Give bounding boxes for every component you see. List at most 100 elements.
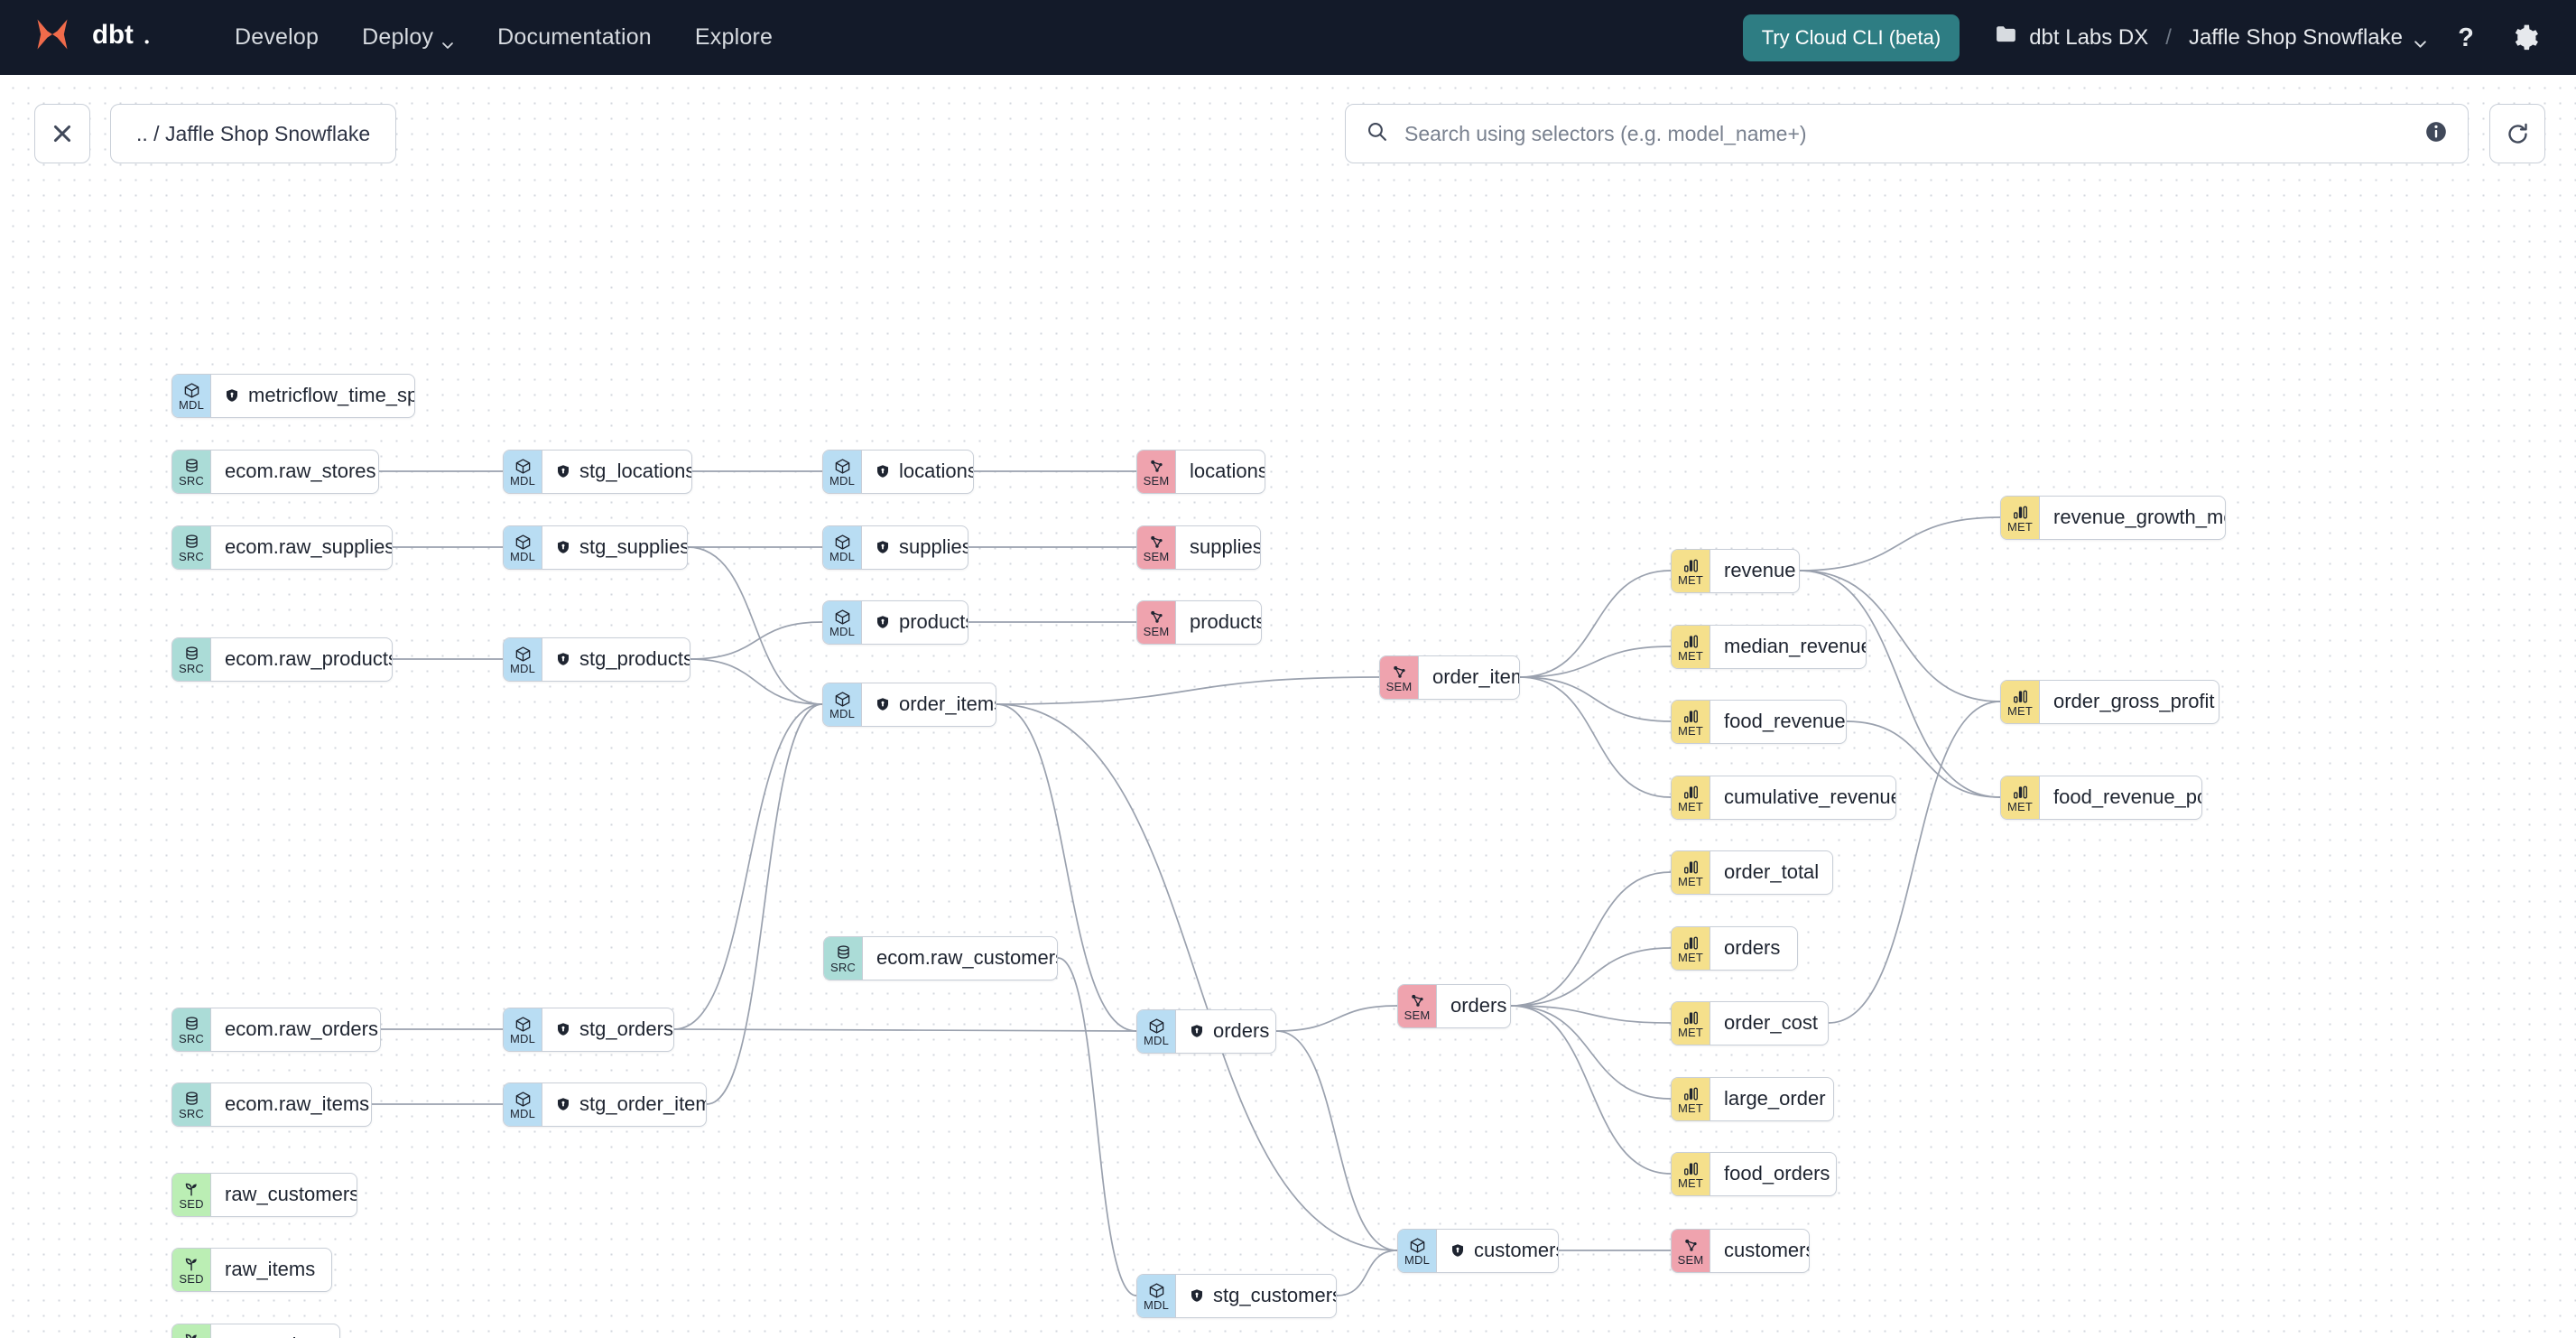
project-name: Jaffle Shop Snowflake: [2188, 24, 2403, 50]
close-button[interactable]: [34, 104, 90, 163]
node-label: products: [1190, 610, 1262, 633]
node-label: orders: [1450, 994, 1507, 1017]
node-label-wrap: stg_locations: [542, 451, 691, 493]
lineage-edge: [1519, 676, 1672, 722]
breadcrumb-chip[interactable]: .. / Jaffle Shop Snowflake: [110, 104, 397, 163]
lineage-canvas[interactable]: .. / Jaffle Shop Snowflake: [0, 75, 2576, 1338]
node-type-label: MDL: [509, 1032, 536, 1045]
refresh-button[interactable]: [2489, 104, 2545, 163]
info-icon[interactable]: [2424, 120, 2448, 148]
node-type-label: SRC: [178, 1107, 205, 1120]
lineage-edge: [1519, 676, 1672, 798]
help-button[interactable]: ?: [2446, 18, 2486, 58]
node-label: products: [899, 610, 968, 633]
lineage-graph[interactable]: MDLmetricflow_time_spineSRCecom.raw_stor…: [0, 75, 2576, 1338]
search-bar[interactable]: [1345, 104, 2469, 163]
dbt-logo-icon: [31, 14, 87, 61]
nav-develop[interactable]: Develop: [213, 15, 340, 60]
node-type-label: SRC: [829, 961, 857, 974]
dbt-logo[interactable]: dbt: [31, 14, 166, 61]
node-label: stg_order_items: [579, 1092, 706, 1115]
graph-toolbar: .. / Jaffle Shop Snowflake: [0, 104, 2576, 176]
node-type-badge-sem: SEM: [1137, 600, 1176, 644]
cube-icon: [1148, 1017, 1165, 1035]
cube-icon: [183, 382, 200, 399]
seedling-icon: [183, 1256, 200, 1273]
nav-explore[interactable]: Explore: [673, 15, 794, 60]
lineage-edge: [996, 703, 1398, 1251]
node-type-badge-mdl: MDL: [504, 450, 542, 493]
lineage-edge: [1510, 1005, 1672, 1100]
lineage-edge: [1799, 570, 2001, 702]
node-type-badge-met: MET: [1672, 926, 1710, 970]
node-label-wrap: stg_customers: [1176, 1275, 1336, 1317]
try-cloud-cli-button[interactable]: Try Cloud CLI (beta): [1742, 14, 1960, 61]
node-label-wrap: customers: [1710, 1230, 1809, 1272]
graph-icon: [1148, 609, 1165, 626]
account-name[interactable]: dbt Labs DX: [2029, 24, 2149, 50]
node-type-badge-mdl: MDL: [1137, 1009, 1176, 1053]
bar-chart-icon: [1682, 633, 1700, 650]
node-label-wrap: order_total: [1710, 851, 1832, 894]
search-input[interactable]: [1403, 120, 2410, 147]
settings-button[interactable]: [2506, 18, 2545, 58]
node-type-badge-mdl: MDL: [823, 450, 862, 493]
node-label: orders: [1724, 936, 1781, 959]
project-selector[interactable]: Jaffle Shop Snowflake: [2189, 25, 2426, 51]
node-label-wrap: locations: [862, 451, 973, 493]
node-type-label: SRC: [178, 474, 205, 488]
graph-node-met_orders[interactable]: MET orders: [1671, 925, 1798, 971]
node-label: ecom.raw_products: [225, 647, 393, 670]
nav-deploy[interactable]: Deploy: [340, 15, 476, 60]
node-label-wrap: raw_customers: [211, 1174, 357, 1216]
shield-lock-icon: [556, 651, 570, 667]
nav-documentation[interactable]: Documentation: [476, 15, 673, 60]
lineage-edge: [1275, 1030, 1398, 1251]
node-label-wrap: ecom.raw_products: [211, 638, 393, 681]
node-type-label: MDL: [178, 398, 205, 412]
lineage-edge: [690, 658, 823, 705]
nav-documentation-label: Documentation: [497, 24, 652, 50]
node-label: order_total: [1724, 860, 1820, 883]
nav-develop-label: Develop: [235, 24, 320, 50]
graph-node-sem_products[interactable]: SEM products: [1136, 599, 1262, 645]
